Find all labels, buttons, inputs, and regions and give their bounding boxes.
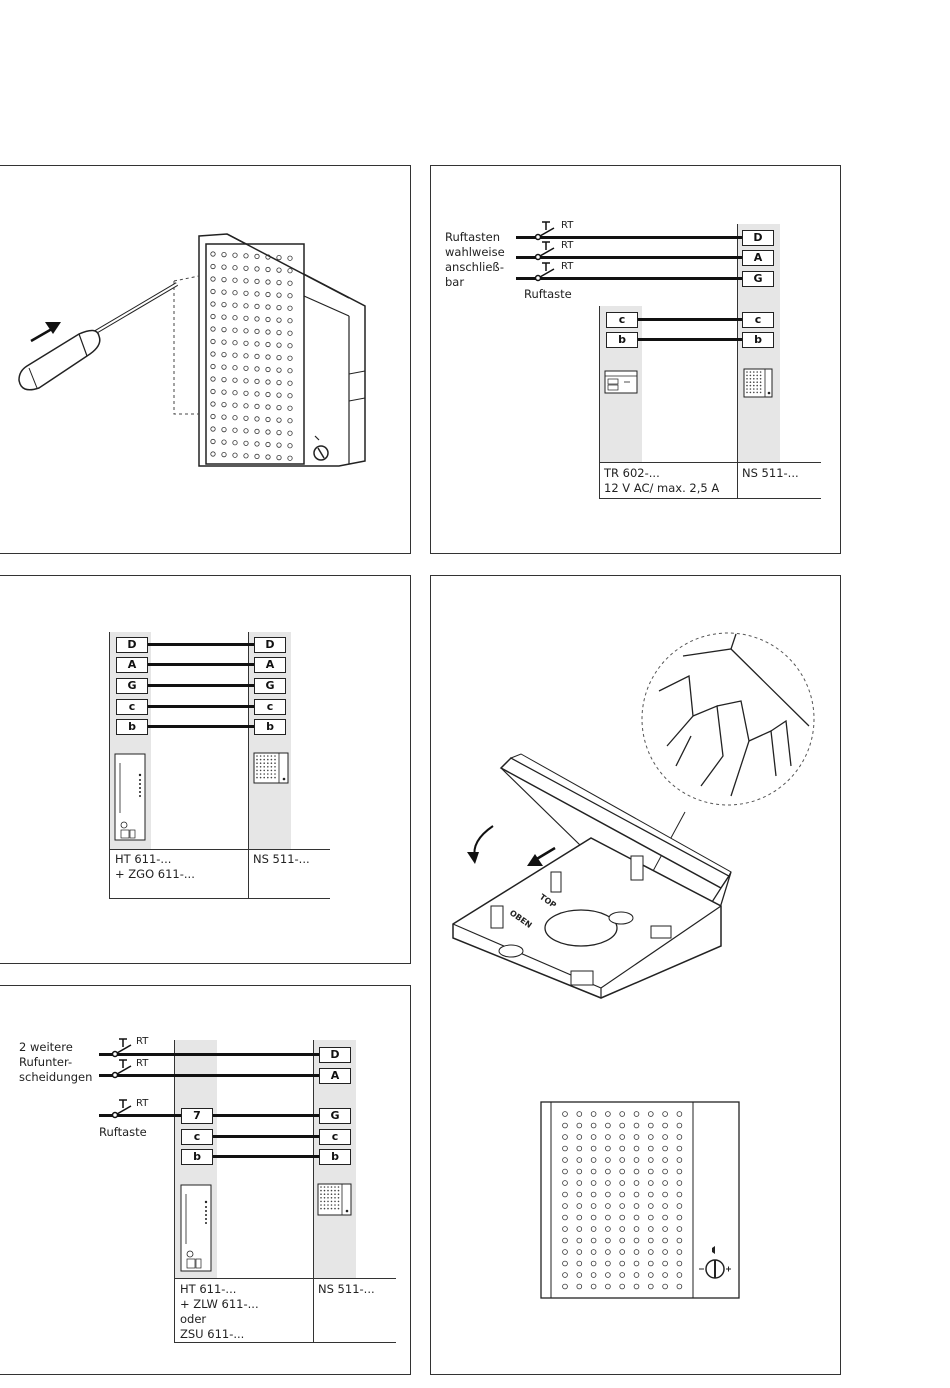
terminal-right-b: b xyxy=(742,332,774,348)
call-button-label: Ruftaste xyxy=(524,287,572,302)
terminal-right-a: A xyxy=(319,1068,351,1084)
terminal-left-b: b xyxy=(181,1149,213,1165)
terminal-right-c: c xyxy=(254,699,286,715)
terminal-left-b: b xyxy=(116,719,148,735)
rt-label: RT xyxy=(561,261,573,272)
terminal-right-g: G xyxy=(319,1108,351,1124)
left-device-label: HT 611-... + ZGO 611-... xyxy=(115,852,195,882)
terminal-left-b: b xyxy=(606,332,638,348)
right-device-label: NS 511-... xyxy=(253,852,310,867)
terminal-right-g: G xyxy=(742,271,774,287)
terminal-right-d: D xyxy=(742,230,774,246)
terminal-right-c: c xyxy=(319,1129,351,1145)
door-station-icon xyxy=(317,1183,355,1217)
panel-wiring-tr: Ruftasten wahlweise anschließ- bar RT RT… xyxy=(430,165,841,554)
terminal-right-b: b xyxy=(254,719,286,735)
terminal-right-d: D xyxy=(319,1047,351,1063)
right-device-label: NS 511-... xyxy=(318,1282,375,1297)
terminal-left-d: D xyxy=(116,637,148,653)
door-station-icon xyxy=(743,368,775,398)
arrow-icon xyxy=(31,322,61,341)
rt-label: RT xyxy=(561,220,573,231)
rt-label: RT xyxy=(136,1058,148,1069)
terminal-right-a: A xyxy=(254,657,286,673)
rt-label: RT xyxy=(136,1036,148,1047)
terminal-right-d: D xyxy=(254,637,286,653)
panel-screwdriver xyxy=(0,165,411,554)
handset-icon xyxy=(114,753,148,843)
terminal-right-a: A xyxy=(742,250,774,266)
door-station-icon xyxy=(253,752,293,786)
rt-label: RT xyxy=(136,1098,148,1109)
terminal-left-g: G xyxy=(116,678,148,694)
rt-label: RT xyxy=(561,240,573,251)
rotate-arrow-icon xyxy=(467,826,493,864)
terminal-left-c: c xyxy=(181,1129,213,1145)
right-device-label: NS 511-... xyxy=(742,466,799,481)
mounting-illustration: OBEN TOP xyxy=(431,576,840,1374)
terminal-right-g: G xyxy=(254,678,286,694)
terminal-left-a: A xyxy=(116,657,148,673)
handset-icon xyxy=(180,1184,214,1274)
panel-wiring-ht: D A G c b D A G c b HT 611-... + ZGO 611… xyxy=(0,575,411,964)
terminal-right-c: c xyxy=(742,312,774,328)
terminal-left-7: 7 xyxy=(181,1108,213,1124)
panel-mounting: OBEN TOP xyxy=(430,575,841,1375)
call-button-label: Ruftaste xyxy=(99,1125,147,1140)
screwdriver-illustration xyxy=(0,166,410,553)
terminal-left-c: c xyxy=(606,312,638,328)
panel-wiring-zlw: 2 weitere Rufunter- scheidungen RT RT RT… xyxy=(0,985,411,1375)
transformer-icon xyxy=(604,370,640,396)
screwdriver-icon xyxy=(19,284,177,390)
terminal-left-c: c xyxy=(116,699,148,715)
terminal-right-b: b xyxy=(319,1149,351,1165)
left-device-label: HT 611-... + ZLW 611-... oder ZSU 611-..… xyxy=(180,1282,259,1342)
left-device-label: TR 602-... 12 V AC/ max. 2,5 A xyxy=(604,466,719,496)
